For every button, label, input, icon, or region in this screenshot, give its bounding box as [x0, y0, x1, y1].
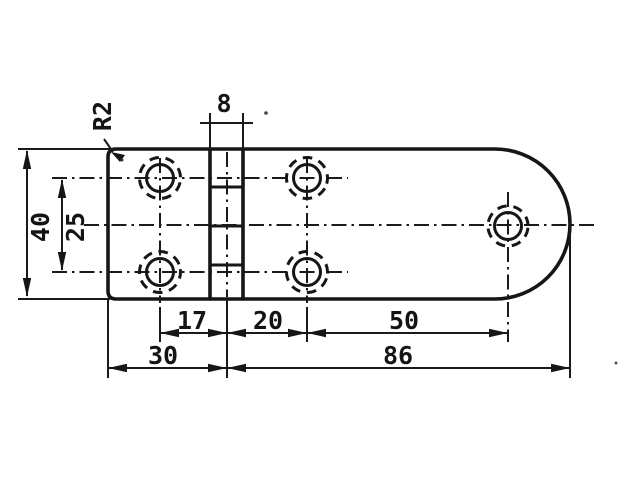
- arrowhead-right: [489, 328, 508, 338]
- dim-label-8: 8: [216, 89, 231, 118]
- arrowhead-left: [108, 363, 127, 373]
- arrowhead-left: [227, 363, 246, 373]
- dim-label-50: 50: [389, 306, 419, 335]
- countersink-circle: [285, 156, 329, 200]
- dimension-row-1: 17 20 50: [159, 306, 508, 342]
- dim-label-40: 40: [26, 212, 55, 242]
- hole-upper-right: [285, 156, 329, 200]
- hole-circle: [292, 163, 322, 193]
- hole-circle: [292, 257, 322, 287]
- dim-label-86: 86: [383, 341, 413, 370]
- hole-circle: [145, 257, 175, 287]
- arrowhead-up: [22, 150, 32, 169]
- hole-lower-left: [138, 250, 182, 294]
- dimension-row-2: 30 86: [107, 213, 571, 378]
- dimension-overall-height: 40: [18, 148, 110, 300]
- scan-speckles: [120, 111, 618, 365]
- dimension-hole-row-spacing: 25: [57, 179, 90, 271]
- hole-circle: [493, 211, 523, 241]
- arrowhead-left: [227, 328, 246, 338]
- hole-upper-left: [138, 156, 182, 200]
- arrowhead-left: [160, 328, 179, 338]
- speckle: [264, 111, 268, 115]
- countersink-circle: [138, 250, 182, 294]
- speckle: [614, 361, 618, 365]
- countersink-circle: [138, 156, 182, 200]
- leader-corner-radius: R2: [88, 101, 125, 162]
- countersink-circle: [486, 204, 530, 248]
- dimension-barrel-width: 8: [200, 89, 253, 150]
- arrowhead-right: [288, 328, 307, 338]
- arrowhead-down: [22, 278, 32, 297]
- hole-right-end: [486, 204, 530, 248]
- speckle: [120, 158, 124, 162]
- hole-circle: [145, 163, 175, 193]
- dim-label-17: 17: [177, 306, 207, 335]
- arrowhead-up: [57, 179, 67, 198]
- leader-line: [103, 138, 114, 153]
- arrowhead-down: [57, 252, 67, 271]
- dim-label-30: 30: [148, 341, 178, 370]
- dim-label-20: 20: [253, 306, 283, 335]
- countersink-circle: [285, 250, 329, 294]
- centerlines: [52, 152, 596, 342]
- dim-label-r2: R2: [88, 101, 117, 131]
- arrowhead-right: [208, 363, 227, 373]
- arrowhead-right: [551, 363, 570, 373]
- arrowhead-left: [307, 328, 326, 338]
- arrowhead-right: [208, 328, 227, 338]
- hole-lower-right: [285, 250, 329, 294]
- dim-label-25: 25: [61, 212, 90, 242]
